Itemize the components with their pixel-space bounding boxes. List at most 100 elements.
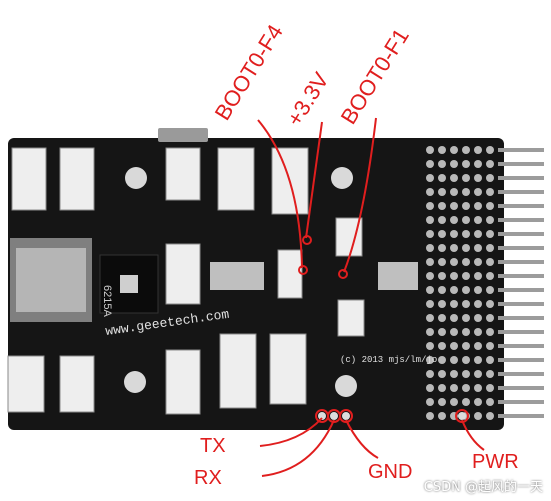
label-rx: RX [194,467,222,489]
header-pin [450,300,458,308]
header-pin [462,300,470,308]
header-pin [438,412,446,420]
header-pin [474,146,482,154]
serial-pads [318,412,466,420]
header-pin [474,174,482,182]
pin-lead [498,288,544,292]
header-pin [426,258,434,266]
header-pin [450,314,458,322]
header-pin [486,202,494,210]
jst-connectors [7,147,365,415]
pin-lead [498,414,544,418]
pin-lead [498,232,544,236]
header-pin [462,244,470,252]
pin-leads [498,148,544,418]
header-pin [438,202,446,210]
header-pin [450,384,458,392]
header-pin [486,328,494,336]
header-pin [438,146,446,154]
header-pin [426,398,434,406]
header-pin [486,412,494,420]
header-pin [486,300,494,308]
pin-lead [498,260,544,264]
pin-lead [498,148,544,152]
pin-lead [498,302,544,306]
header-pin [438,286,446,294]
header-pin [486,174,494,182]
header-pin [462,314,470,322]
header-pin [426,174,434,182]
header-pin [474,188,482,196]
header-pin [486,258,494,266]
header-pin [486,160,494,168]
header-pin [438,188,446,196]
header-pin [450,258,458,266]
header-pin [426,384,434,392]
header-pin [438,370,446,378]
header-pin [438,216,446,224]
header-pin [426,216,434,224]
header-pin [438,356,446,364]
header-pin [486,356,494,364]
header-pin [462,286,470,294]
header-pin [450,146,458,154]
header-pin [426,356,434,364]
pin-lead [498,344,544,348]
header-pin [462,328,470,336]
header-pin [438,300,446,308]
header-pin [438,160,446,168]
header-pin [486,244,494,252]
header-pin [438,258,446,266]
header-pin [450,342,458,350]
header-pin [438,398,446,406]
header-pin [462,230,470,238]
header-pin [426,244,434,252]
header-pin [450,244,458,252]
header-pin [450,174,458,182]
header-pin [474,258,482,266]
header-pin [486,384,494,392]
pin-lead [498,372,544,376]
header-pin [426,370,434,378]
header-pin [450,398,458,406]
header-pin [426,412,434,420]
header-pin [462,272,470,280]
header-pin [426,286,434,294]
header-pin [450,216,458,224]
header-pin [486,398,494,406]
header-pin [438,314,446,322]
header-pin [462,342,470,350]
header-pin [486,272,494,280]
header-pin [486,314,494,322]
header-pin [474,342,482,350]
header-pin [474,398,482,406]
label-tx: TX [200,435,226,457]
header-pin [426,272,434,280]
header-pin [474,314,482,322]
annotations [257,117,485,477]
copyright-silk: (c) 2013 mjs/lm/jo [340,355,437,365]
header-pin [438,174,446,182]
usb-port [158,128,208,142]
label-pwr: PWR [472,451,519,473]
header-pin [486,230,494,238]
header-pin [474,160,482,168]
header-pin [486,146,494,154]
header-pin [474,230,482,238]
pin-lead [498,316,544,320]
header-pin [462,398,470,406]
header-pin [462,216,470,224]
header-pin [450,230,458,238]
pin-lead [498,246,544,250]
header-pin [462,258,470,266]
header-pin [426,328,434,336]
header-pin [438,342,446,350]
header-pin [450,328,458,336]
header-pin [438,272,446,280]
header-pin [486,188,494,196]
header-pin [486,370,494,378]
header-pin [462,356,470,364]
header-pin [438,230,446,238]
header-pin [462,202,470,210]
